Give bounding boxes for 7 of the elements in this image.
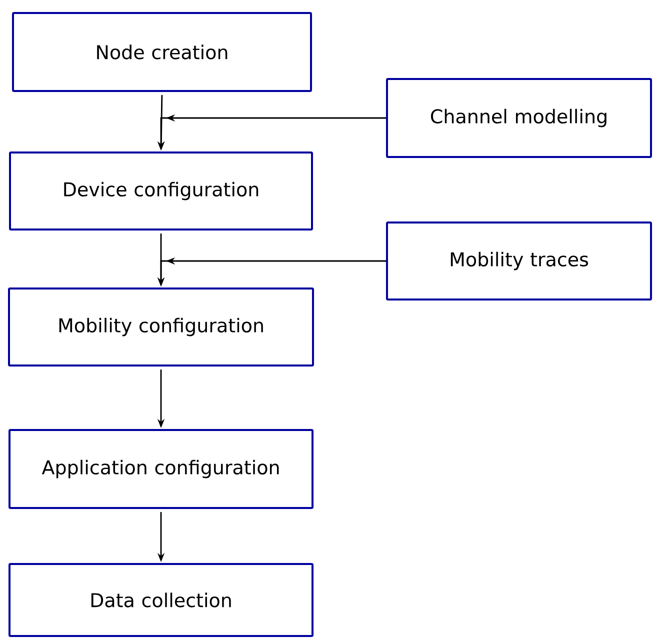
process-box: Device configuration	[9, 152, 313, 230]
process-box: Application configuration	[8, 429, 314, 509]
process-box: Mobility configuration	[8, 288, 314, 366]
process-box: Node creation	[12, 12, 312, 92]
process-box: Data collection	[8, 563, 314, 637]
process-box: Mobility traces	[386, 222, 652, 300]
process-box: Channel modelling	[386, 78, 652, 158]
